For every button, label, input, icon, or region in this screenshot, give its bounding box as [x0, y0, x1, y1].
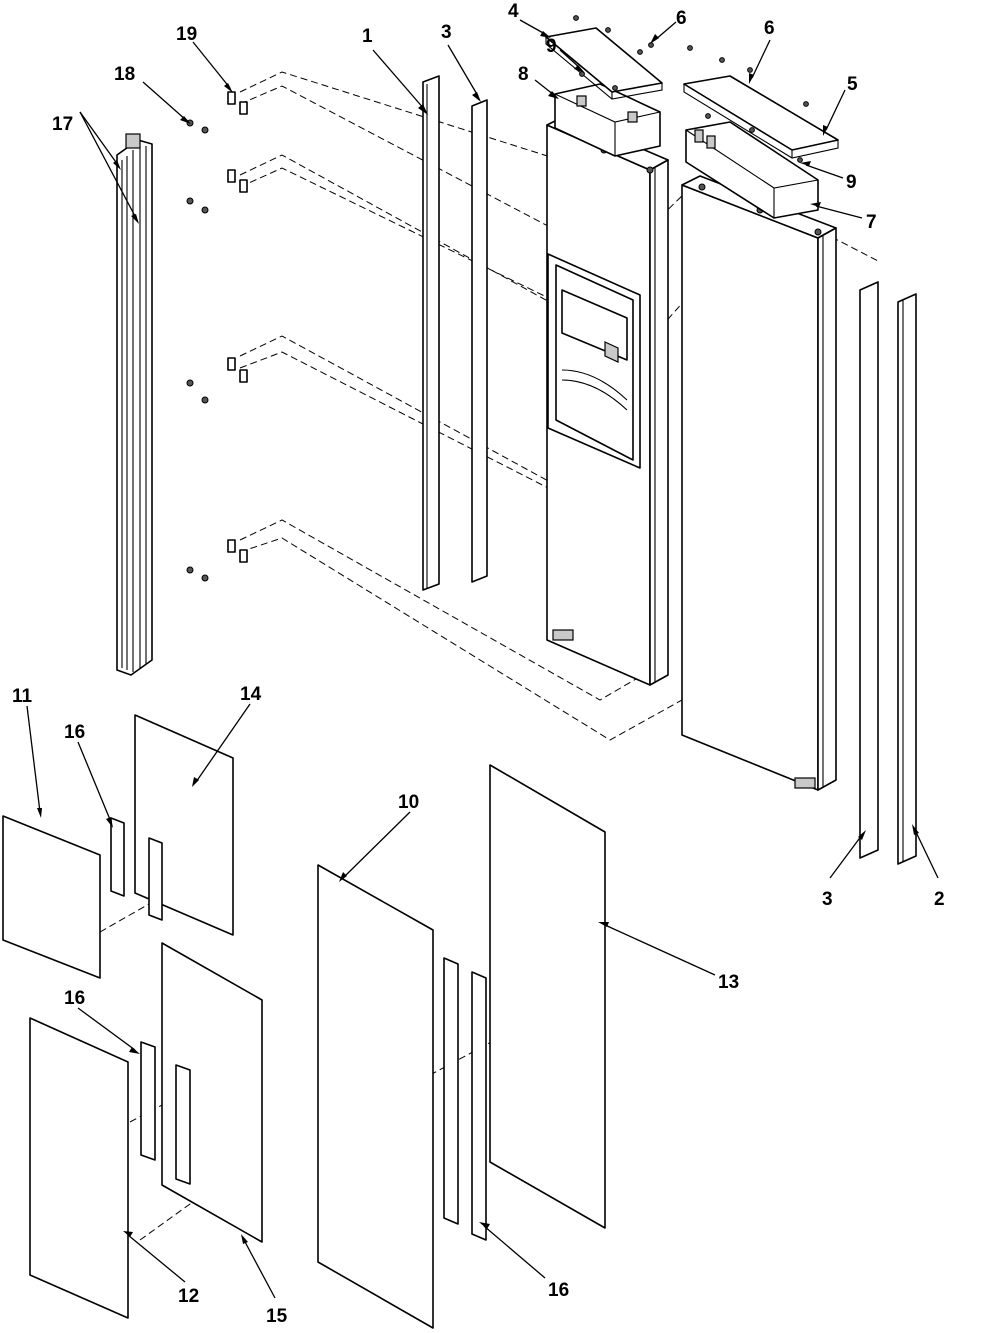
callout-2: 2 — [934, 889, 945, 910]
part-2-trim — [897, 293, 917, 865]
part-3-trim-left — [471, 99, 488, 583]
callout-13: 13 — [718, 972, 739, 993]
callout-16-upper: 16 — [64, 722, 85, 743]
callout-4: 4 — [508, 1, 519, 22]
callout-19: 19 — [176, 24, 197, 45]
part-13-panel — [489, 764, 606, 1229]
part-12-panel — [29, 1017, 129, 1319]
callout-labels: 1 2 3 3 4 5 6 6 7 8 9 9 10 11 12 13 14 1… — [12, 1, 945, 1327]
part-11-panel — [2, 815, 101, 979]
part-10-panel — [317, 864, 434, 1329]
part-1-trim — [422, 75, 440, 591]
callout-11: 11 — [12, 686, 33, 707]
callout-16-lower: 16 — [64, 988, 85, 1009]
callout-3-left: 3 — [441, 22, 452, 43]
callout-6-right: 6 — [764, 18, 775, 39]
callout-12: 12 — [178, 1286, 199, 1307]
freezer-top-caps — [545, 15, 663, 157]
callout-17: 17 — [52, 114, 73, 135]
part-3-trim-right — [859, 281, 879, 859]
callout-16-center: 16 — [548, 1280, 569, 1301]
callout-18: 18 — [114, 64, 135, 85]
part-17-gasket — [116, 133, 153, 676]
callout-14: 14 — [240, 684, 262, 705]
callout-8: 8 — [518, 64, 529, 85]
fridge-top-caps — [683, 45, 839, 219]
callout-9-left: 9 — [546, 36, 557, 57]
callout-3-right: 3 — [822, 889, 833, 910]
refrigerator-door — [681, 175, 837, 791]
callout-15: 15 — [266, 1306, 288, 1327]
callout-5: 5 — [847, 74, 858, 95]
part-16-strips-lower — [140, 1041, 191, 1185]
callout-6-left: 6 — [676, 8, 687, 29]
callout-10: 10 — [398, 792, 419, 813]
freezer-door — [546, 115, 669, 686]
leader-lines — [26, 19, 939, 1299]
part-16-strips-upper — [110, 817, 163, 921]
callout-9-right: 9 — [846, 172, 857, 193]
hinge-hardware — [186, 91, 248, 582]
callout-1: 1 — [362, 26, 373, 47]
part-16-strips-center — [443, 957, 487, 1241]
callout-7: 7 — [866, 212, 877, 233]
